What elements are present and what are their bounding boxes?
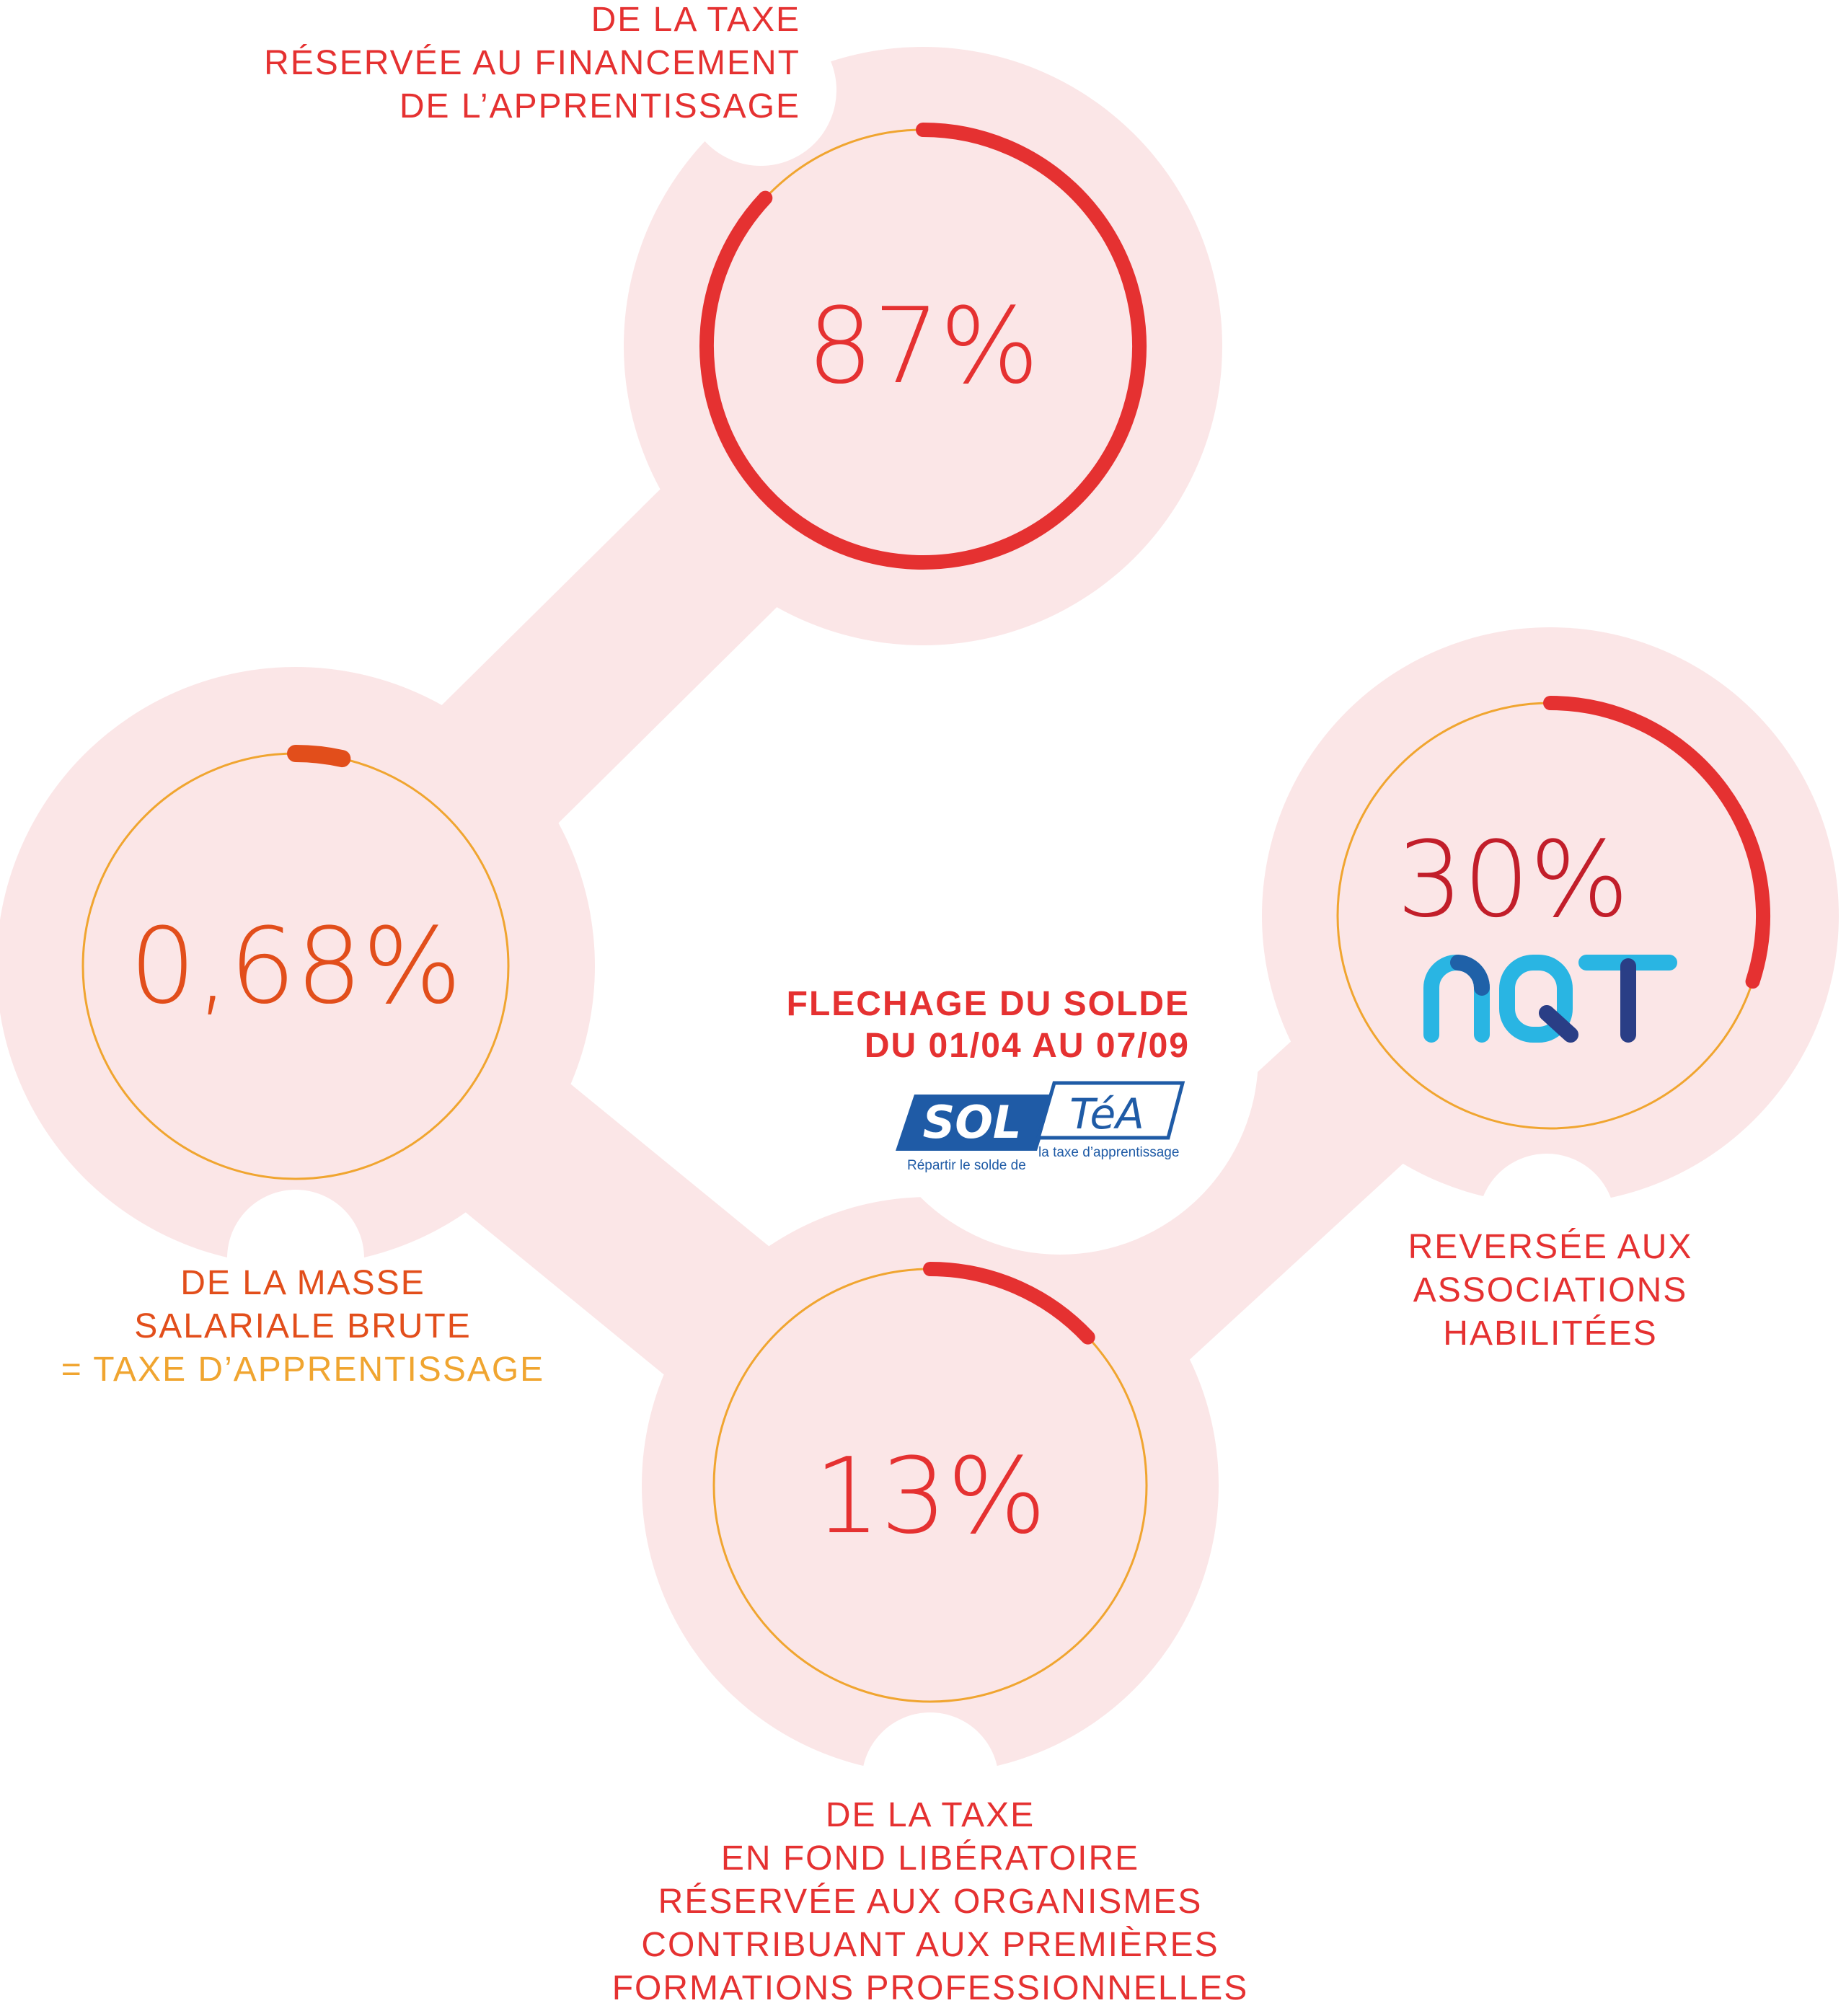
caption-left-line: SALARIALE BRUTE [134, 1307, 472, 1345]
caption-bottom-line: CONTRIBUANT AUX PREMIÈRES [641, 1926, 1219, 1964]
notch-bottom [862, 1712, 999, 1849]
progress-arc-bottom [923, 1262, 1095, 1345]
caption-right-line: REVERSÉE AUX [1408, 1228, 1693, 1266]
progress-arc-top [699, 123, 1147, 570]
caption-right-line: ASSOCIATIONS [1413, 1271, 1688, 1309]
value-left: 0,68% [130, 906, 462, 1027]
notch-top [685, 14, 836, 166]
notch-left [227, 1190, 364, 1327]
caption-top-line: DE L’APPRENTISSAGE [399, 87, 800, 125]
caption-left: DE LA MASSE SALARIALE BRUTE = TAXE D’APP… [14, 1262, 591, 1392]
value-right: 30% [1397, 819, 1629, 941]
caption-bottom-line: DE LA TAXE [825, 1796, 1035, 1834]
caption-right-line: HABILITÉES [1443, 1314, 1658, 1353]
nqt-logo [1423, 955, 1677, 1043]
caption-bottom-line: FORMATIONS PROFESSIONNELLES [611, 1969, 1249, 2007]
soltea-tea-frame [1035, 1081, 1185, 1140]
fleche-title-line-2: DU 01/04 AU 07/09 [865, 1027, 1190, 1065]
caption-left-highlight: = TAXE D’APPRENTISSAGE [61, 1350, 545, 1389]
progress-arc-left [287, 745, 351, 768]
soltea-logo: SOL TéA Répartir le solde de la taxe d’a… [896, 1081, 1185, 1173]
soltea-tagline-right: la taxe d’apprentissage [1038, 1145, 1179, 1160]
value-bottom: 13% [814, 1436, 1046, 1557]
soltea-tea-text: TéA [1069, 1089, 1144, 1139]
halo-bottom [642, 1197, 1219, 1774]
fleche-title-line-1: FLECHAGE DU SOLDE [787, 985, 1190, 1023]
soltea-sol-banner [896, 1095, 1054, 1151]
halo-right [1262, 627, 1839, 1204]
caption-top-line: DE LA TAXE [591, 1, 800, 39]
nqt-letter-n-accent [1450, 955, 1491, 996]
progress-arc-right [1543, 696, 1770, 989]
caption-bottom: DE LA TAXE EN FOND LIBÉRATOIRE RÉSERVÉE … [562, 1794, 1298, 2010]
soltea-tagline-left: Répartir le solde de [907, 1158, 1026, 1173]
caption-right: REVERSÉE AUX ASSOCIATIONS HABILITÉES [1298, 1226, 1803, 1356]
caption-top: DE LA TAXE RÉSERVÉE AU FINANCEMENT DE L’… [79, 0, 800, 128]
caption-bottom-line: EN FOND LIBÉRATOIRE [720, 1839, 1140, 1878]
value-top: 87% [807, 286, 1039, 407]
nqt-letter-q [1499, 955, 1573, 1043]
notch-fleche [862, 858, 1258, 1255]
notch-right [1478, 1154, 1615, 1291]
caption-bottom-line: RÉSERVÉE AUX ORGANISMES [658, 1883, 1203, 1921]
soltea-sol-text: SOL [923, 1096, 1022, 1149]
caption-left-line: DE LA MASSE [180, 1264, 425, 1302]
caption-top-line: RÉSERVÉE AU FINANCEMENT [264, 44, 800, 82]
nqt-letter-q-tail [1539, 1005, 1578, 1043]
